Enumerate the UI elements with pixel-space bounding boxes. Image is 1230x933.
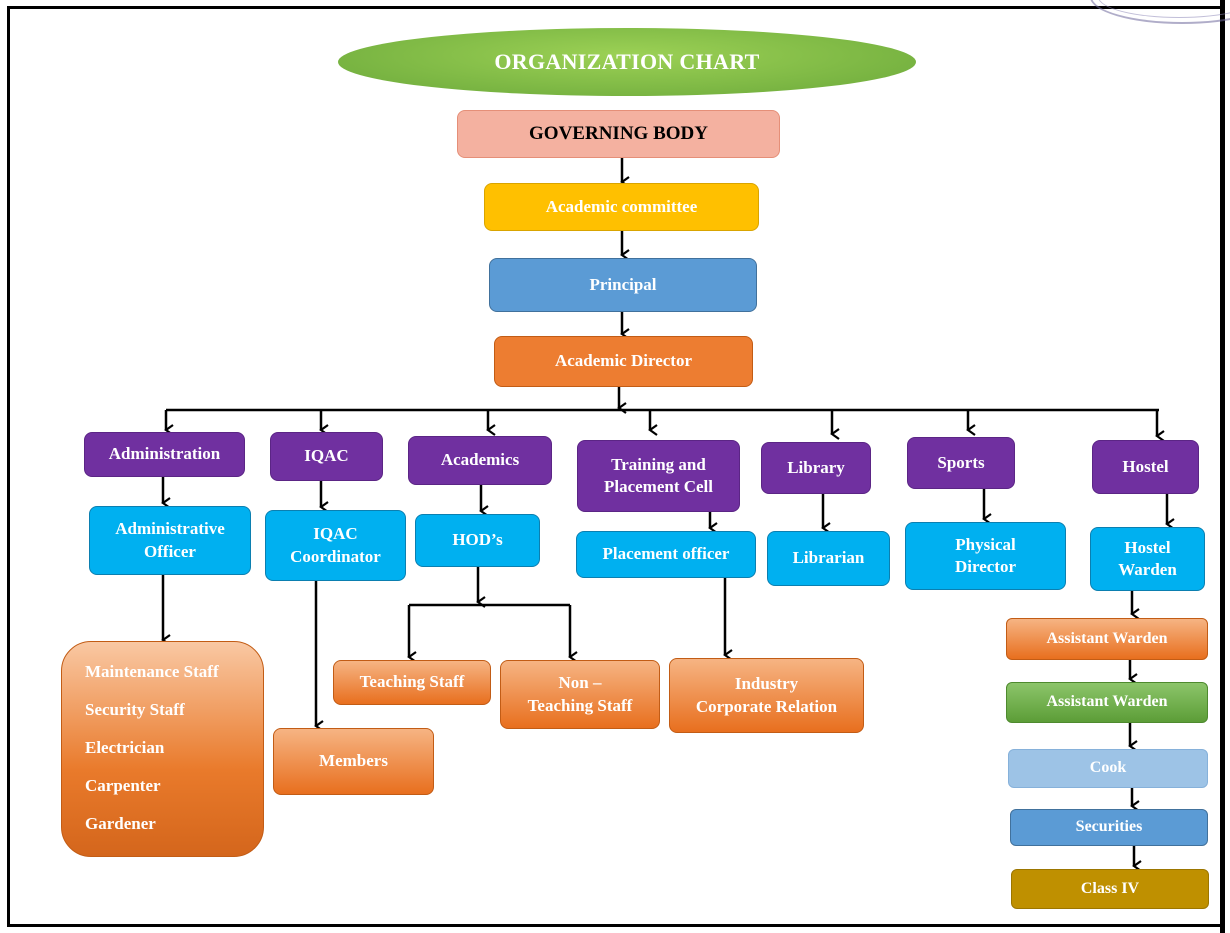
chart-title: ORGANIZATION CHART (338, 28, 916, 96)
academic-committee-node: Academic committee (484, 183, 759, 231)
training-placement-node: Training and Placement Cell (577, 440, 740, 512)
library-node: Library (761, 442, 871, 494)
staff-item: Electrician (85, 738, 165, 757)
class-iv-node: Class IV (1011, 869, 1209, 909)
physical-director-node: Physical Director (905, 522, 1066, 590)
securities-node: Securities (1010, 809, 1208, 846)
assistant-warden-node: Assistant Warden (1006, 682, 1208, 723)
administrative-officer-node: Administrative Officer (89, 506, 251, 575)
principal-node: Principal (489, 258, 757, 312)
page-edge (1220, 0, 1225, 933)
teaching-staff-node: Teaching Staff (333, 660, 491, 705)
academics-node: Academics (408, 436, 552, 485)
iqac-coordinator-node: IQAC Coordinator (265, 510, 406, 581)
assistant-warden-node: Assistant Warden (1006, 618, 1208, 660)
hostel-node: Hostel (1092, 440, 1199, 494)
sports-node: Sports (907, 437, 1015, 489)
administrative-staff-list: Maintenance Staff Security Staff Electri… (61, 641, 264, 857)
iqac-node: IQAC (270, 432, 383, 481)
hostel-warden-node: Hostel Warden (1090, 527, 1205, 591)
members-node: Members (273, 728, 434, 795)
non-teaching-staff-node: Non – Teaching Staff (500, 660, 660, 729)
hods-node: HOD’s (415, 514, 540, 567)
placement-officer-node: Placement officer (576, 531, 756, 578)
cook-node: Cook (1008, 749, 1208, 788)
librarian-node: Librarian (767, 531, 890, 586)
governing-body-node: GOVERNING BODY (457, 110, 780, 158)
staff-item: Gardener (85, 814, 156, 833)
staff-item: Security Staff (85, 700, 185, 719)
staff-item: Carpenter (85, 776, 161, 795)
academic-director-node: Academic Director (494, 336, 753, 387)
staff-item: Maintenance Staff (85, 662, 219, 681)
administration-node: Administration (84, 432, 245, 477)
industry-corporate-relation-node: Industry Corporate Relation (669, 658, 864, 733)
